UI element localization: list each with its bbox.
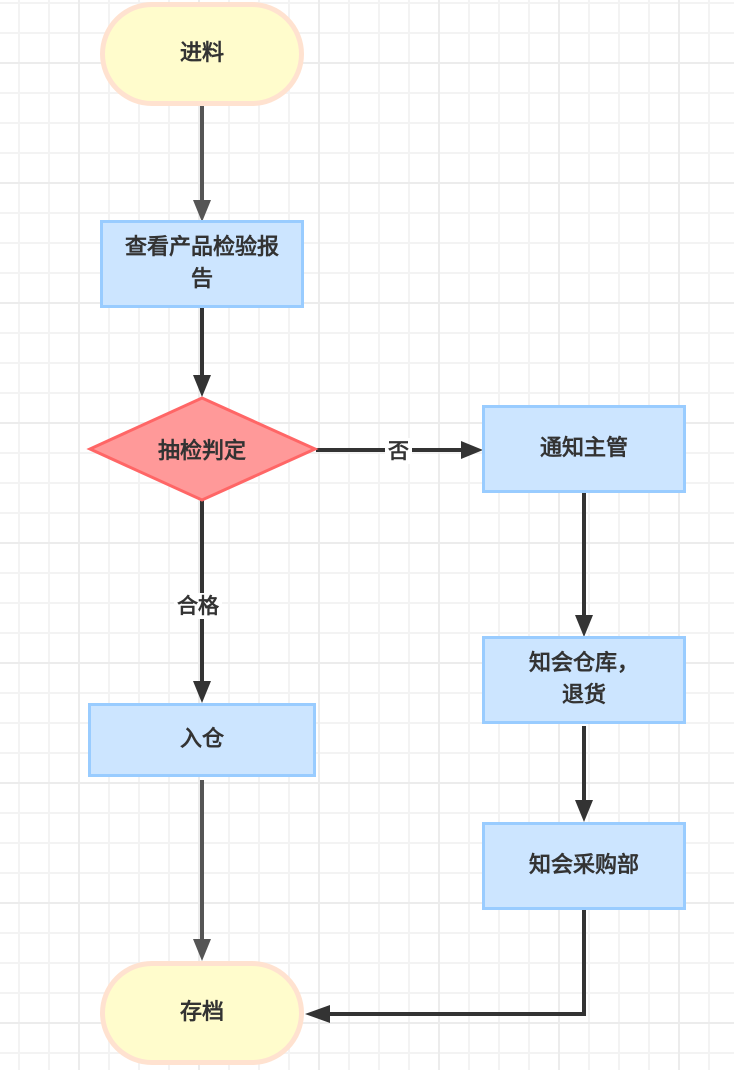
node-notify-warehouse-label: 知会仓库，退货 <box>528 651 639 708</box>
node-warehousing[interactable]: 入仓 <box>88 703 316 777</box>
edge-label-qualified: 合格 <box>174 593 222 619</box>
node-notify-purchasing[interactable]: 知会采购部 <box>482 822 686 910</box>
arrowhead-icon <box>193 375 211 397</box>
edge-start-to-check-report[interactable] <box>193 104 211 222</box>
arrowhead-icon <box>575 615 593 637</box>
node-archive-label: 存档 <box>179 1000 224 1025</box>
edge-warehousing-to-archive[interactable] <box>193 780 211 961</box>
edge-notify-purchasing-to-archive[interactable] <box>305 910 586 1023</box>
node-sampling[interactable]: 抽检判定 <box>120 430 284 468</box>
node-notify-warehouse[interactable]: 知会仓库，退货 <box>482 636 686 724</box>
node-start-label: 进料 <box>179 41 224 66</box>
edge-notify-supervisor-to-notify-warehouse[interactable] <box>575 492 593 637</box>
node-check-report[interactable]: 查看产品检验报告 <box>100 220 304 308</box>
edge-label-no: 否 <box>385 438 412 464</box>
decision-sampling-shape[interactable] <box>86 396 319 502</box>
arrowhead-icon <box>193 200 211 222</box>
arrowhead-icon <box>575 800 593 822</box>
node-check-report-label: 查看产品检验报告 <box>124 235 279 292</box>
node-notify-purchasing-label: 知会采购部 <box>528 853 639 878</box>
edge-check-report-to-sampling[interactable] <box>193 307 211 397</box>
arrowhead-icon <box>305 1005 330 1023</box>
edge-notify-warehouse-to-notify-purchasing[interactable] <box>575 726 593 822</box>
node-archive[interactable]: 存档 <box>100 961 304 1065</box>
arrowhead-icon <box>193 681 211 703</box>
arrowhead-icon <box>461 441 483 459</box>
node-notify-supervisor[interactable]: 通知主管 <box>482 405 686 493</box>
node-start[interactable]: 进料 <box>100 2 304 106</box>
node-sampling-label: 抽检判定 <box>157 439 246 464</box>
node-notify-supervisor-label: 通知主管 <box>539 436 628 461</box>
arrowhead-icon <box>193 939 211 961</box>
node-warehousing-label: 入仓 <box>179 727 224 752</box>
